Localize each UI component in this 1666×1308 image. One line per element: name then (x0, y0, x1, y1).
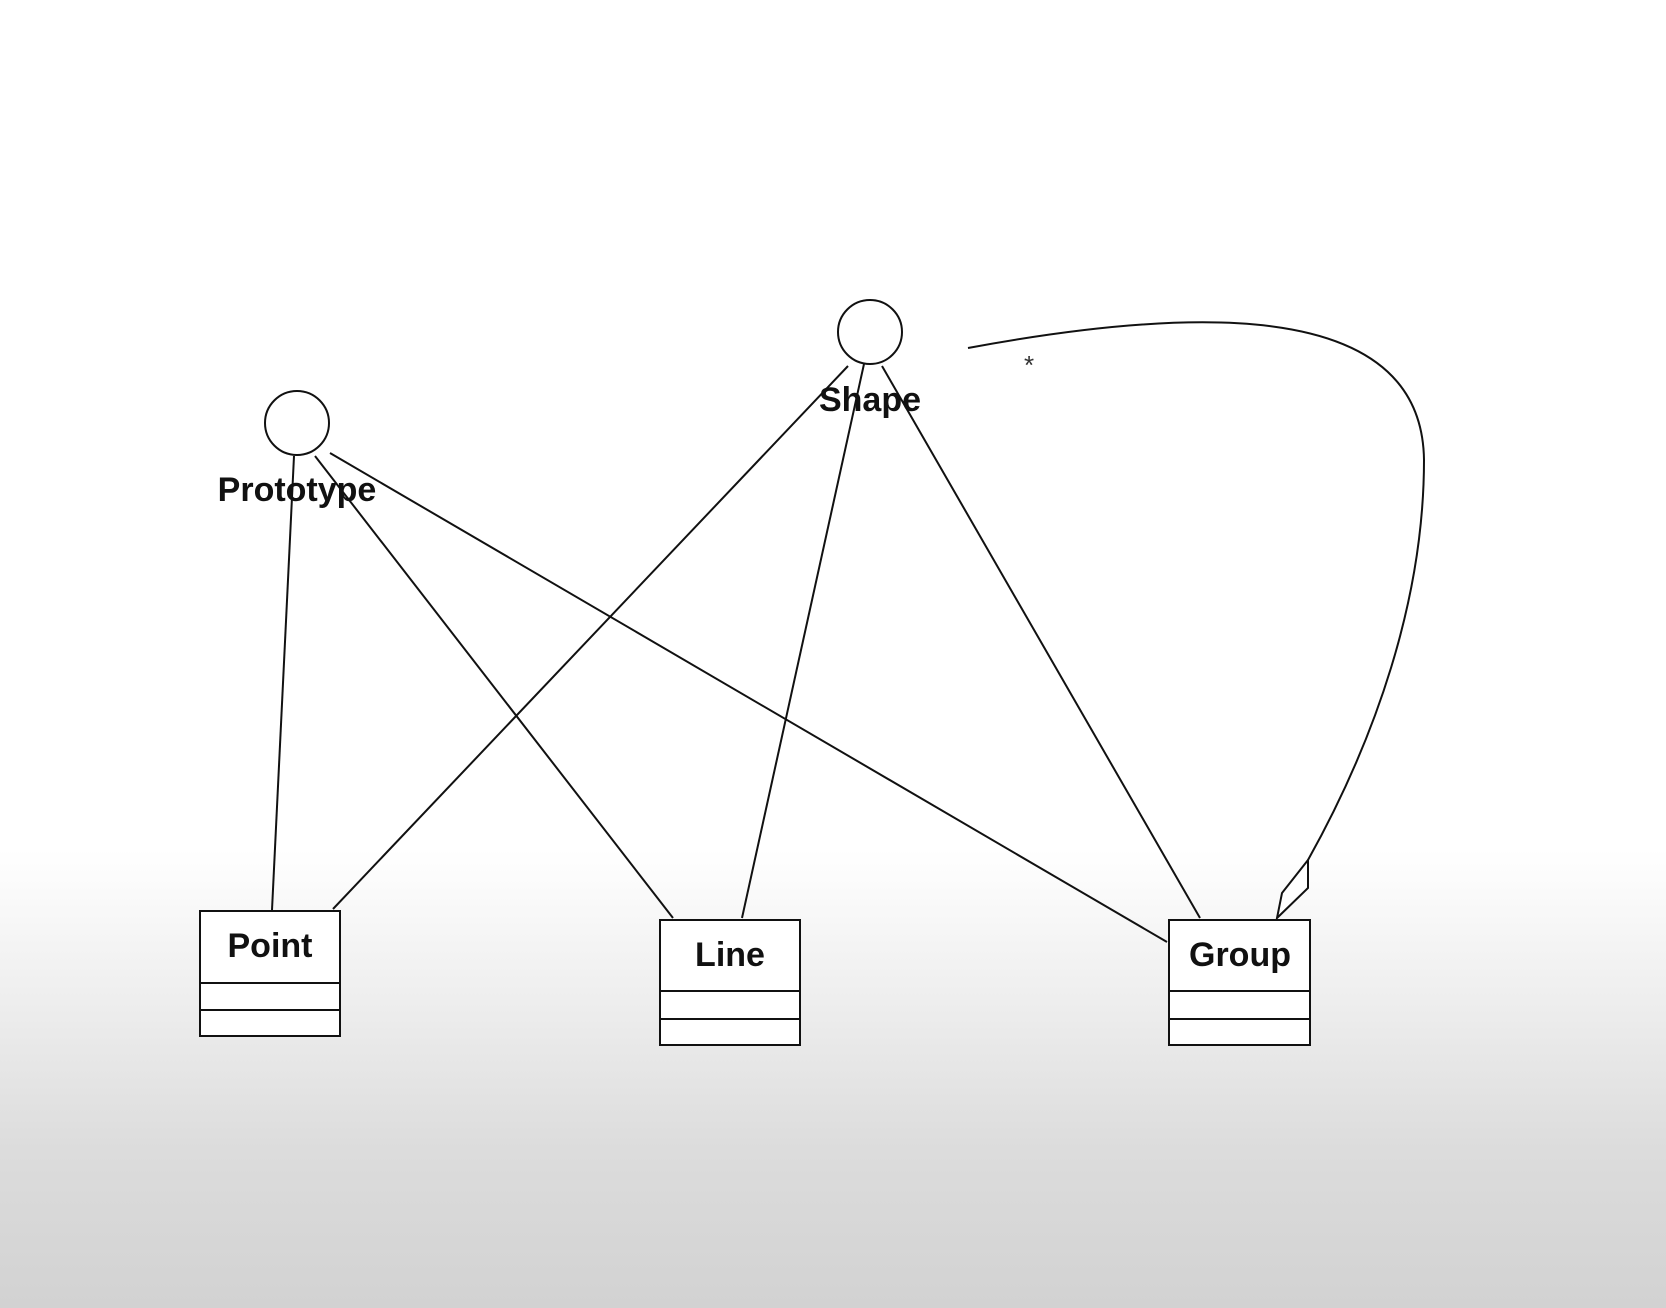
prototype-interface-circle (264, 390, 330, 456)
connector-prototype-line (314, 455, 674, 919)
connector-prototype-group (329, 452, 1168, 943)
class-point-box (199, 910, 341, 1037)
class-line-label: Line (695, 936, 765, 974)
class-line: Line (659, 919, 801, 1046)
composition-curve (967, 321, 1426, 861)
connector-prototype-point (271, 455, 295, 911)
class-point: Point (199, 910, 341, 1037)
class-line-box (659, 919, 801, 1046)
class-group-box (1168, 919, 1311, 1046)
prototype-interface-label: Prototype (218, 471, 377, 509)
shape-interface-label: Shape (819, 381, 921, 419)
class-group: Group (1168, 919, 1311, 1046)
connector-shape-line (741, 363, 865, 919)
composition-diamond (1275, 857, 1309, 921)
class-group-label: Group (1189, 936, 1291, 974)
class-point-label: Point (228, 927, 313, 965)
connector-shape-point (332, 365, 849, 910)
shape-interface-circle (837, 299, 903, 365)
composition-multiplicity: * (1024, 350, 1034, 380)
connector-shape-group (881, 365, 1201, 919)
